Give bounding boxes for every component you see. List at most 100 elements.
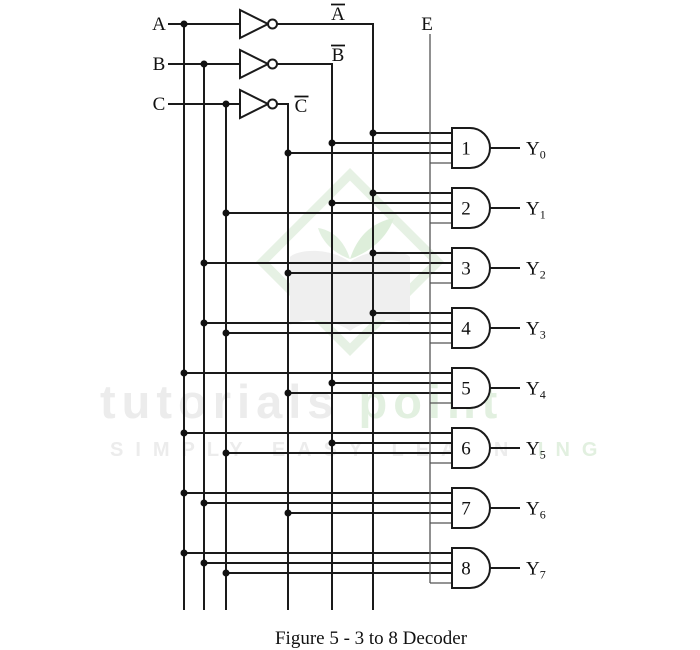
and-gate-shape-icon [451,307,491,349]
not-gate-bubble-icon [267,98,278,110]
and-gate-number: 7 [461,499,471,520]
output-subscript: 1 [540,208,546,222]
wires [168,23,520,610]
and-gate-3: 3 Y2 [451,247,546,289]
junction-dot [284,149,292,157]
input-label-a: A [152,14,166,35]
junction-dot [222,449,230,457]
and-gate-number: 3 [461,259,471,280]
and-gate-number: 2 [461,199,471,220]
and-gate-4: 4 Y3 [451,307,546,349]
output-subscript: 3 [540,328,546,342]
watermark-tagline-green: ING [538,439,610,461]
and-gate-shape-icon [451,127,491,169]
output-base: Y [526,499,540,520]
junction-dot [180,549,188,557]
junction-dot [328,139,336,147]
output-label-y6: Y6 [526,499,546,522]
junction-dots [180,20,377,577]
logo-leaf-small-icon [318,228,350,259]
output-subscript: 0 [540,148,546,162]
output-label-y1: Y1 [526,199,546,222]
not-b-label: B [332,45,345,66]
output-base: Y [526,319,540,340]
junction-dot [222,209,230,217]
and-gate-number: 5 [461,379,471,400]
output-base: Y [526,559,540,580]
output-subscript: 7 [540,568,546,582]
not-gate-b [239,48,278,80]
watermark-tagline-gray: SIMPLY EASY LEARN [110,439,520,461]
watermark-brand-gray: tutorials [100,375,339,428]
and-gate-shape-icon [451,367,491,409]
logo-book-icon [290,250,410,331]
watermark-tagline: SIMPLY EASY LEARN ING [110,439,609,461]
output-subscript: 5 [540,448,546,462]
junction-dot [369,129,377,137]
junction-dot [222,100,230,108]
output-label-y7: Y7 [526,559,546,582]
junction-dot [200,319,208,327]
output-base: Y [526,139,540,160]
output-label-y2: Y2 [526,259,546,282]
junction-dot [328,199,336,207]
junction-dot [328,439,336,447]
junction-dot [180,429,188,437]
junction-dot [284,269,292,277]
junction-dot [328,379,336,387]
junction-dot [180,20,188,28]
and-gate-number: 1 [461,139,471,160]
enable-label: E [421,14,433,35]
output-label-y5: Y5 [526,439,546,462]
output-label-y3: Y3 [526,319,546,342]
and-gate-shape-icon [451,427,491,469]
not-gate-triangle-icon [239,8,271,40]
and-gate-8: 8 Y7 [451,547,546,589]
complement-overlines [294,3,345,98]
output-base: Y [526,199,540,220]
tutorialspoint-logo [255,167,445,357]
junction-dot [284,389,292,397]
not-gate-triangle-icon [239,88,271,120]
output-base: Y [526,439,540,460]
output-subscript: 4 [540,388,546,402]
junction-dot [284,509,292,517]
not-gate-bubble-icon [267,58,278,70]
and-gate-6: 6 Y5 [451,427,546,469]
junction-dot [200,259,208,267]
output-base: Y [526,259,540,280]
figure-caption: Figure 5 - 3 to 8 Decoder [275,628,468,649]
and-gate-5: 5 Y4 [451,367,546,409]
and-gate-number: 6 [461,439,471,460]
and-gate-7: 7 Y6 [451,487,546,529]
gate-input-wires [184,132,452,574]
output-subscript: 6 [540,508,546,522]
enable-wires [429,34,452,584]
output-wires [490,147,520,569]
junction-dot [369,189,377,197]
junction-dot [369,249,377,257]
input-label-b: B [153,54,166,75]
junction-dot [222,329,230,337]
and-gate-2: 2 Y1 [451,187,546,229]
output-subscript: 2 [540,268,546,282]
and-gate-shape-icon [451,487,491,529]
junction-dot [222,569,230,577]
not-a-label: A [331,4,345,25]
bus-wires [183,23,374,610]
output-label-y4: Y4 [526,379,546,402]
and-gate-number: 8 [461,559,471,580]
not-gate-c [239,88,278,120]
and-gate-number: 4 [461,319,471,340]
not-gate-a [239,8,278,40]
output-base: Y [526,379,540,400]
signal-labels: A B C E A B C [152,3,433,117]
junction-dot [200,559,208,567]
not-gate-bubble-icon [267,18,278,30]
junction-dot [180,489,188,497]
and-gate-shape-icon [451,187,491,229]
and-gate-1: 1 Y0 [451,127,546,169]
output-label-y0: Y0 [526,139,546,162]
